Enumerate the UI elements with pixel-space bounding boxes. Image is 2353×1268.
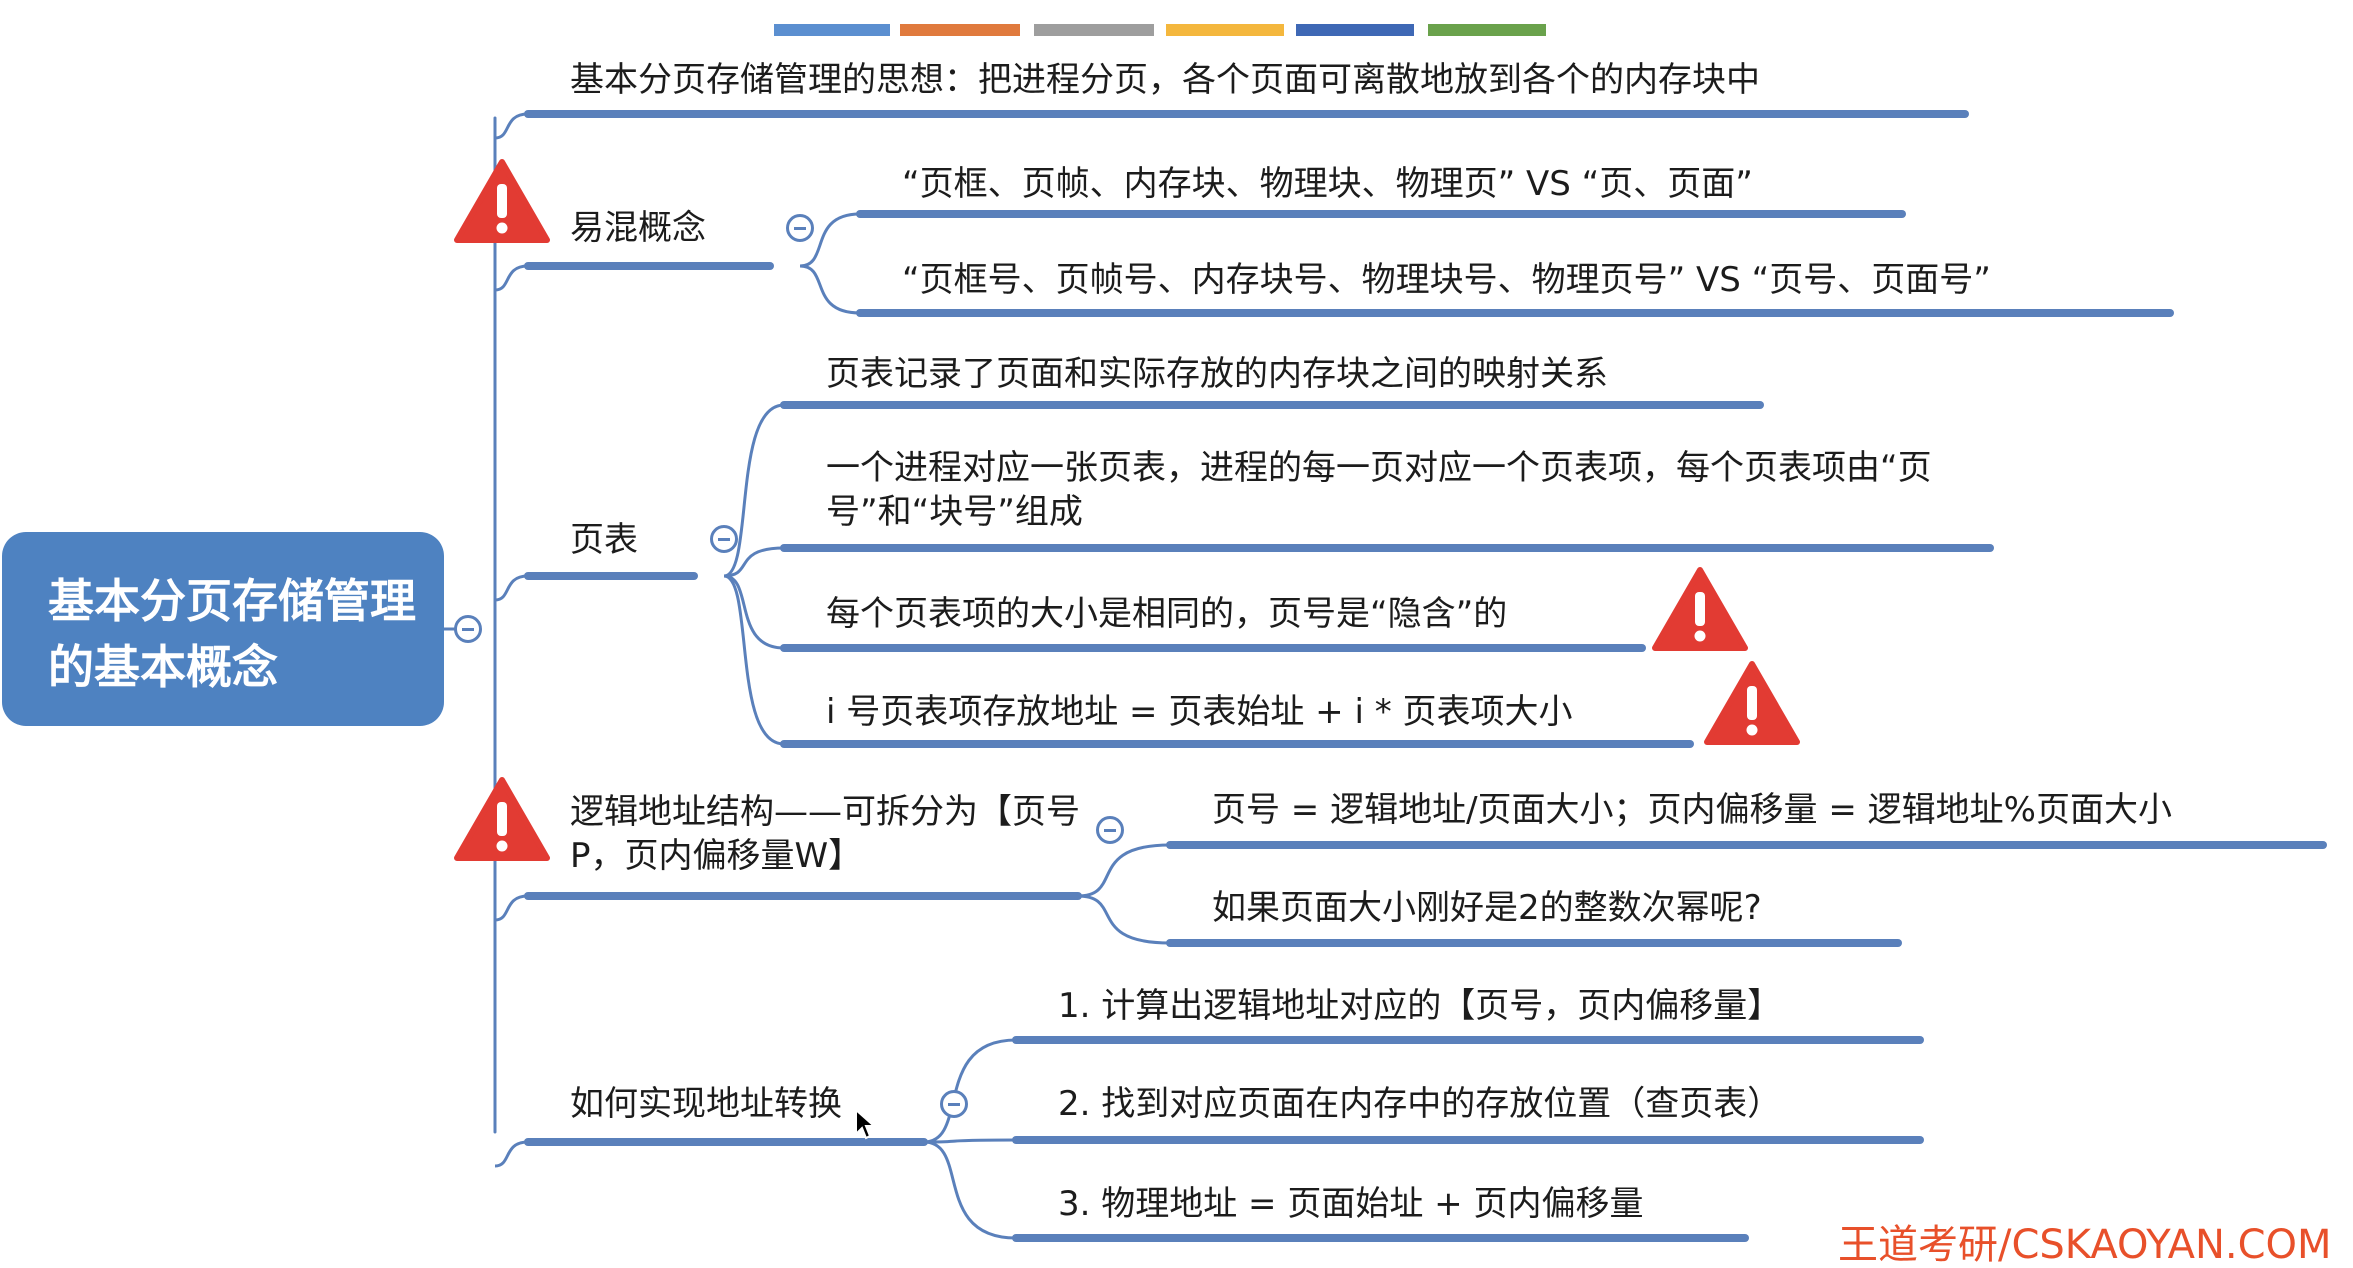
subtopic-connector <box>923 1138 1017 1144</box>
subtopic-connector <box>923 1140 1017 1240</box>
subtopic-connector <box>1077 843 1171 898</box>
warning-triangle-icon <box>1652 567 1748 651</box>
subtopic-page-number-formula[interactable]: 页号 = 逻辑地址/页面大小；页内偏移量 = 逻辑地址%页面大小 <box>1212 790 2172 830</box>
branch-address-translation[interactable]: 如何实现地址转换 <box>570 1084 842 1124</box>
subtopic-page-table-entry[interactable]: 一个进程对应一张页表，进程的每一页对应一个页表项，每个页表项由“页号”和“块号”… <box>826 448 1932 532</box>
subtopic-connector <box>799 212 861 268</box>
subtopic-connector <box>723 546 785 578</box>
subtopic-power-of-two[interactable]: 如果页面大小刚好是2的整数次幂呢? <box>1212 888 1762 928</box>
branch-connector <box>494 264 529 292</box>
mouse-cursor-icon <box>855 1108 876 1140</box>
watermark: 王道考研/CSKAOYAN.COM <box>1838 1222 2332 1268</box>
theme-stripe <box>774 24 890 36</box>
subtopic-connector <box>723 574 785 746</box>
subtopic-connector <box>799 264 861 315</box>
subtopic-entry-size[interactable]: 每个页表项的大小是相同的，页号是“隐含”的 <box>826 594 1508 634</box>
subtopic-step-1[interactable]: 1. 计算出逻辑地址对应的【页号，页内偏移量】 <box>1058 986 1782 1026</box>
root-topic-label: 基本分页存储管理的基本概念 <box>48 574 416 694</box>
root-topic[interactable]: 基本分页存储管理的基本概念 <box>2 532 444 726</box>
collapse-toggle-icon[interactable] <box>454 615 482 643</box>
branch-logical-address[interactable]: 逻辑地址结构——可拆分为【页号P，页内偏移量W】 <box>570 792 1080 876</box>
collapse-toggle-icon[interactable] <box>940 1090 968 1118</box>
collapse-toggle-icon[interactable] <box>786 214 814 242</box>
warning-triangle-icon <box>454 159 550 243</box>
subtopic-connector <box>723 403 785 578</box>
theme-stripe <box>1034 24 1154 36</box>
branch-connector <box>494 574 529 602</box>
theme-stripe <box>900 24 1020 36</box>
branch-confusing-concepts[interactable]: 易混概念 <box>570 208 706 248</box>
warning-triangle-icon <box>1704 661 1800 745</box>
branch-page-table[interactable]: 页表 <box>570 520 638 560</box>
branch-idea[interactable]: 基本分页存储管理的思想：把进程分页，各个页面可离散地放到各个的内存块中 <box>570 60 1760 100</box>
subtopic-connector <box>1077 894 1171 945</box>
branch-connector <box>494 112 529 140</box>
warning-triangle-icon <box>454 777 550 861</box>
theme-stripe <box>1296 24 1414 36</box>
subtopic-step-2[interactable]: 2. 找到对应页面在内存中的存放位置（查页表） <box>1058 1084 1782 1124</box>
subtopic-step-3[interactable]: 3. 物理地址 = 页面始址 + 页内偏移量 <box>1058 1184 1644 1224</box>
subtopic-frame-number-terms[interactable]: “页框号、页帧号、内存块号、物理块号、物理页号” VS “页号、页面号” <box>902 260 1991 300</box>
collapse-toggle-icon[interactable] <box>710 525 738 553</box>
theme-stripe <box>1166 24 1284 36</box>
branch-connector <box>494 894 529 922</box>
subtopic-frame-terms[interactable]: “页框、页帧、内存块、物理块、物理页” VS “页、页面” <box>902 164 1753 204</box>
subtopic-connector <box>723 574 785 650</box>
theme-stripe <box>1428 24 1546 36</box>
subtopic-page-table-mapping[interactable]: 页表记录了页面和实际存放的内存块之间的映射关系 <box>826 354 1608 394</box>
branch-connector <box>494 1140 529 1168</box>
collapse-toggle-icon[interactable] <box>1096 816 1124 844</box>
subtopic-connector <box>923 1038 1017 1144</box>
subtopic-entry-address[interactable]: i 号页表项存放地址 = 页表始址 + i * 页表项大小 <box>826 692 1573 732</box>
